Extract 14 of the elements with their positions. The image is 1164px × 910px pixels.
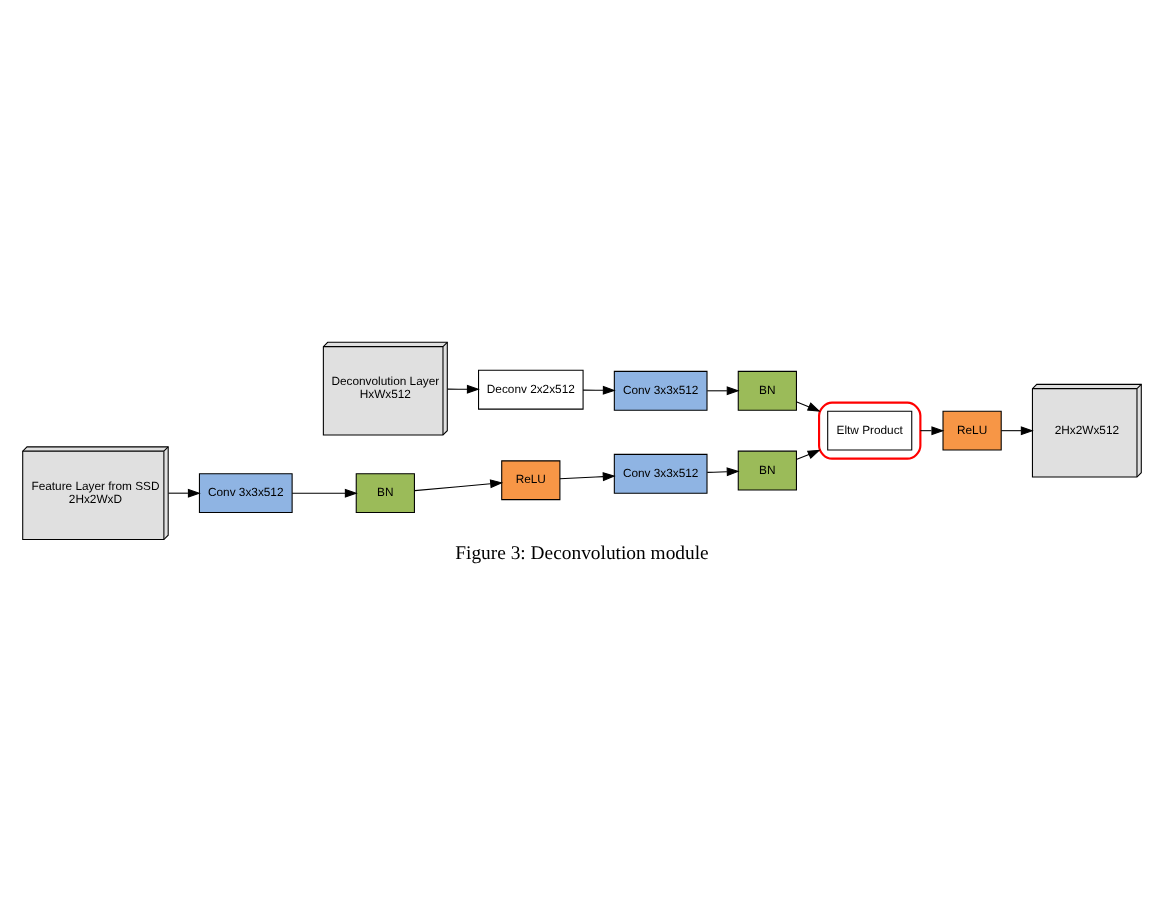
arrow <box>582 384 616 394</box>
arrow <box>291 487 358 497</box>
arrow <box>414 478 504 491</box>
arrow <box>919 425 945 435</box>
caption: Figure 3: Deconvolution module <box>455 542 709 565</box>
arrow <box>167 487 201 497</box>
arrow <box>1000 425 1034 435</box>
arrow <box>706 466 740 476</box>
arrow <box>796 448 821 459</box>
arrow <box>447 383 480 393</box>
arrow <box>796 400 821 411</box>
cluster <box>818 400 922 459</box>
arrow <box>706 385 740 395</box>
arrow <box>559 471 616 481</box>
